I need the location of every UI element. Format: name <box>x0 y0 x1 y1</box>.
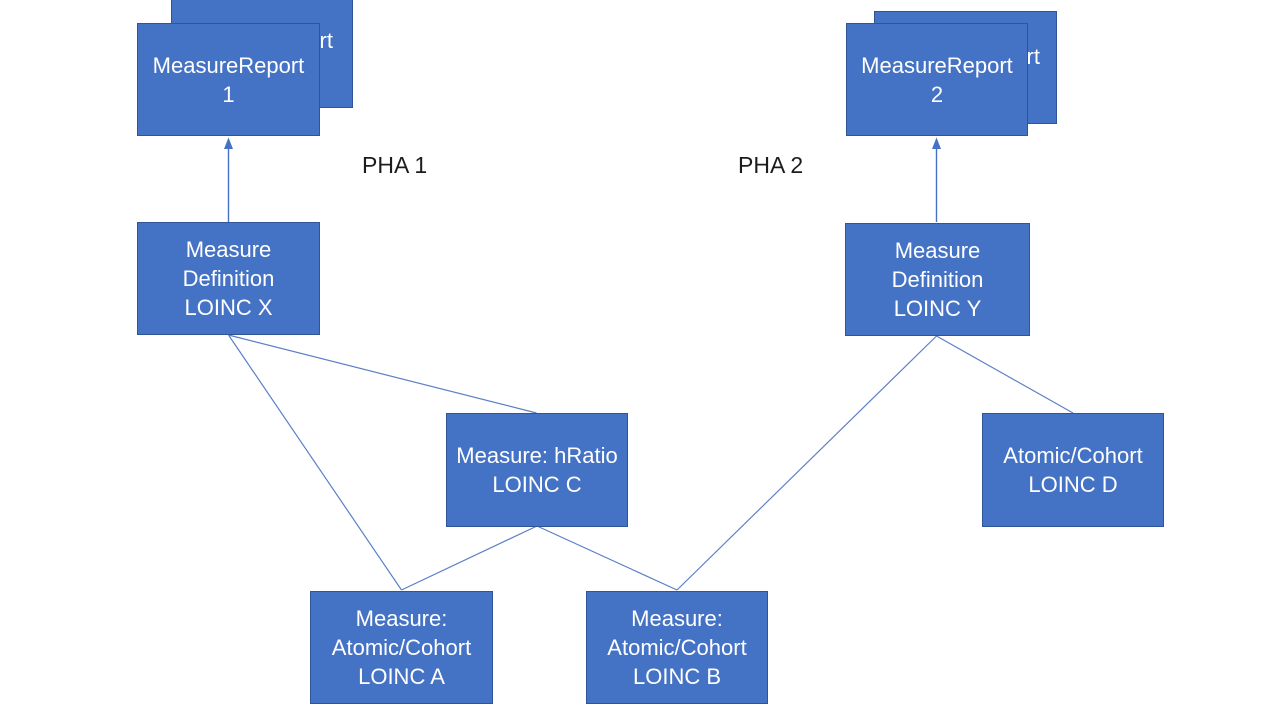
edge-mdy-to-atomic-d <box>936 335 1074 414</box>
pha1-label: PHA 1 <box>362 152 428 178</box>
node-measure-report-1: MeasureReport 1 <box>137 23 320 136</box>
node-measure-definition-loinc-x: Measure Definition LOINC X <box>137 222 320 335</box>
node-label: MeasureReport <box>152 52 305 78</box>
node-measure-atomic-cohort-loinc-a: Measure: Atomic/Cohort LOINC A <box>310 591 493 704</box>
node-measure-report-2: MeasureReport 2 <box>846 23 1028 136</box>
arrowhead-mr2 <box>932 137 941 149</box>
node-label: Measure: <box>355 606 448 631</box>
node-label: Measure: hRatio <box>456 443 618 468</box>
node-label: Measure <box>185 237 272 262</box>
node-label: LOINC A <box>358 664 445 689</box>
node-label: Measure: <box>631 606 723 631</box>
edge-mdx-to-atomic-a <box>228 334 402 591</box>
node-label: Atomic/Cohort <box>1003 443 1143 468</box>
arrowhead-mr1 <box>224 137 233 149</box>
node-measure-hratio-loinc-c: Measure: hRatio LOINC C <box>446 413 628 527</box>
node-label: Measure <box>894 238 981 263</box>
pha2-label: PHA 2 <box>738 152 804 178</box>
node-label: Atomic/Cohort <box>607 635 747 660</box>
node-label: Definition <box>182 266 275 291</box>
node-label: LOINC B <box>632 664 722 689</box>
node-label: LOINC C <box>492 472 582 497</box>
edge-mdx-to-hratio-c <box>228 334 537 414</box>
node-label: 2 <box>930 81 944 107</box>
node-atomic-cohort-loinc-d: Atomic/Cohort LOINC D <box>982 413 1164 527</box>
node-label: Atomic/Cohort <box>331 635 472 660</box>
node-measure-atomic-cohort-loinc-b: Measure: Atomic/Cohort LOINC B <box>586 591 768 704</box>
node-label: Definition <box>891 267 984 292</box>
edge-hratio-c-to-atomic-b <box>536 525 678 591</box>
node-label: MeasureReport <box>861 52 1013 78</box>
node-measure-definition-loinc-y: Measure Definition LOINC Y <box>845 223 1030 336</box>
node-label: 1 <box>222 81 235 107</box>
node-label: LOINC D <box>1028 472 1118 497</box>
edge-mdy-to-atomic-b <box>676 335 937 591</box>
node-label: LOINC Y <box>893 296 982 321</box>
node-label: LOINC X <box>184 295 273 320</box>
edge-hratio-c-to-atomic-a <box>401 525 538 591</box>
